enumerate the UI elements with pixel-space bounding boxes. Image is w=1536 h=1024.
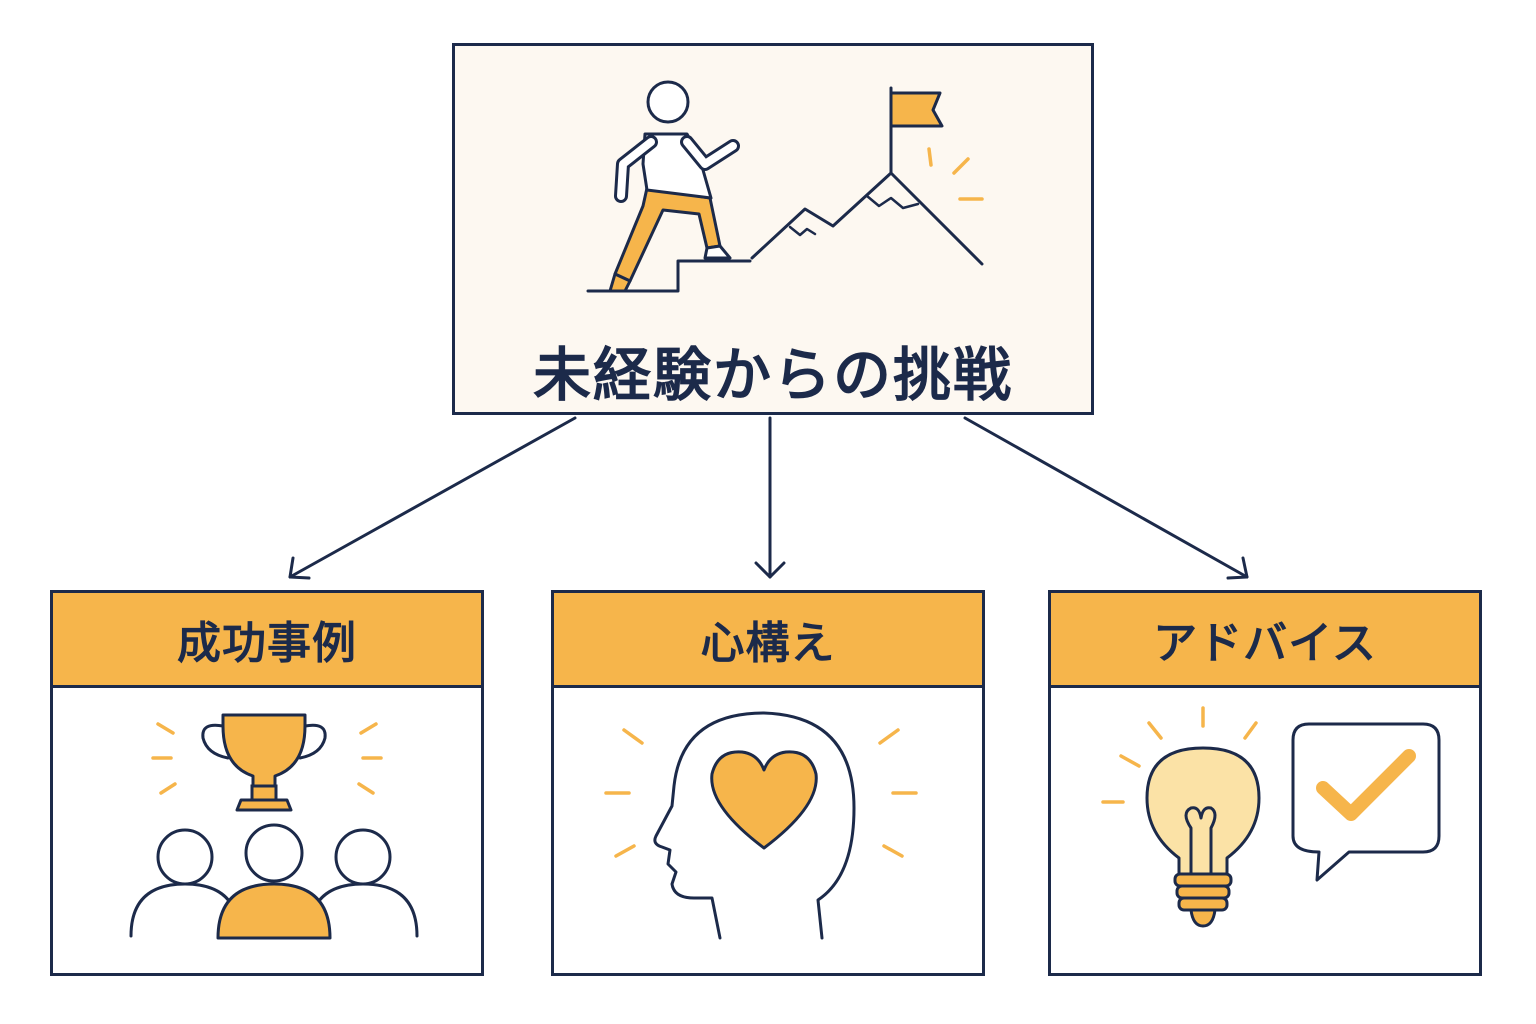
lightbulb-checkmark-bubble-icon: [1101, 706, 1441, 928]
arrow-to-mindset: [754, 416, 786, 579]
node-label: 成功事例: [177, 618, 357, 669]
arrow-to-advice: [963, 416, 1249, 580]
node-header: アドバイス: [1051, 593, 1479, 688]
climbing-person-mountain-flag-icon: [586, 80, 984, 293]
node-advice: アドバイス: [1048, 590, 1482, 976]
node-header: 成功事例: [53, 593, 481, 688]
arrow-to-success-stories: [288, 416, 577, 580]
node-success-stories: 成功事例: [50, 590, 484, 976]
node-label: 心構え: [700, 618, 836, 669]
node-header: 心構え: [554, 593, 982, 688]
root-node: 未経験からの挑戦: [452, 43, 1094, 415]
trophy-people-icon: [129, 713, 419, 940]
node-mindset: 心構え: [551, 590, 985, 976]
root-title: 未経験からの挑戦: [532, 341, 1013, 409]
node-label: アドバイス: [1153, 618, 1377, 669]
head-heart-icon: [604, 711, 918, 940]
